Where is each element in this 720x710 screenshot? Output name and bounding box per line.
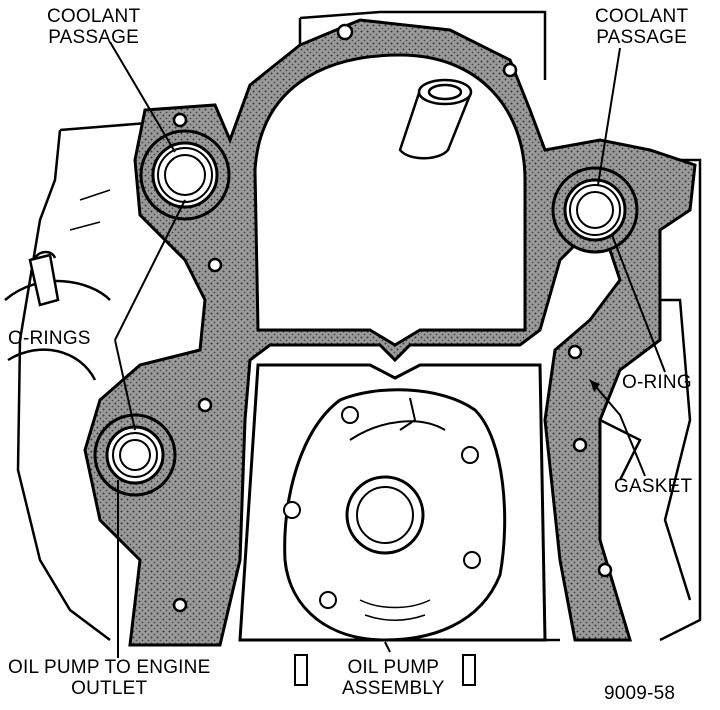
label-line: O-RINGS	[8, 328, 91, 349]
oil-pump-outlet	[93, 413, 177, 497]
oil-pump-assembly-label: OIL PUMP ASSEMBLY	[342, 657, 445, 699]
label-line: COOLANT	[595, 6, 689, 27]
gasket-label: GASKET	[614, 476, 692, 497]
o-rings-label: O-RINGS	[8, 328, 91, 349]
oil-pump-assembly	[283, 388, 507, 642]
label-line: 9009-58	[604, 683, 676, 704]
label-line: O-RING	[622, 372, 692, 393]
label-line: OIL PUMP TO ENGINE	[8, 657, 211, 678]
dowel-tube	[398, 78, 473, 160]
figure-number: 9009-58	[604, 683, 675, 704]
label-line: COOLANT	[47, 6, 141, 27]
coolant-passage-left	[139, 129, 231, 221]
coolant-passage-right-label: COOLANT PASSAGE	[595, 6, 688, 48]
label-line: PASSAGE	[596, 27, 688, 48]
coolant-passage-right	[551, 166, 639, 254]
gasket-arrowhead	[590, 380, 600, 392]
label-line: GASKET	[614, 476, 693, 497]
label-line: OUTLET	[71, 678, 148, 699]
coolant-passage-left-label: COOLANT PASSAGE	[47, 6, 140, 48]
label-line: OIL PUMP	[347, 657, 440, 678]
leader-lines	[109, 41, 666, 658]
studs	[294, 654, 476, 686]
engine-block	[4, 10, 702, 642]
oil-pump-outlet-label: OIL PUMP TO ENGINE OUTLET	[8, 657, 210, 699]
label-line: ASSEMBLY	[342, 678, 445, 699]
label-line: PASSAGE	[48, 27, 140, 48]
o-ring-label: O-RING	[622, 372, 692, 393]
